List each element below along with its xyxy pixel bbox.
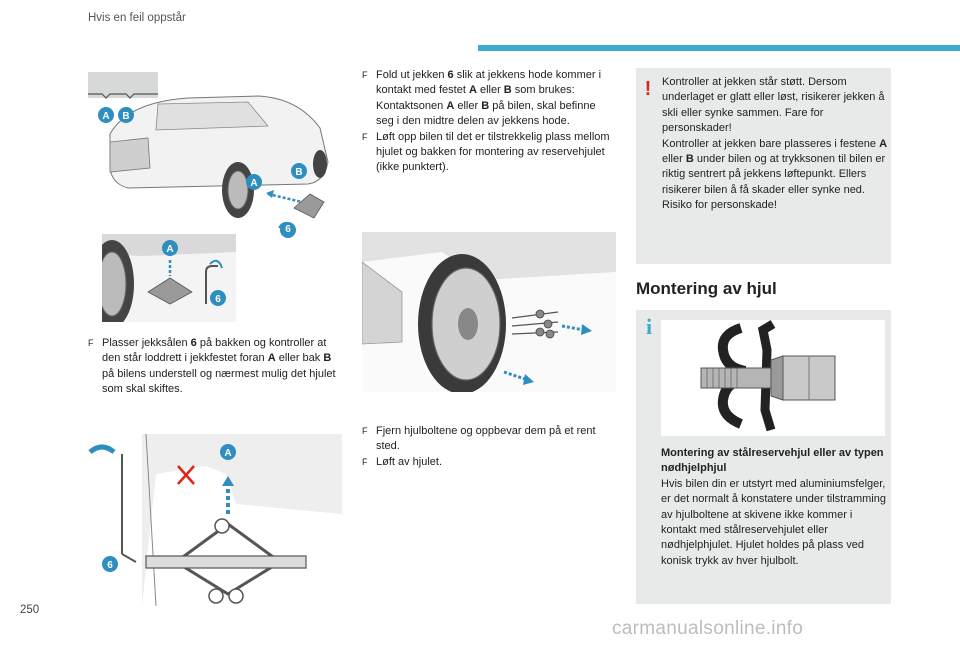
label-a: A — [224, 448, 231, 459]
header-accent-bar — [478, 45, 960, 51]
jack-closeup-illustration: A 6 — [86, 434, 342, 606]
wheel-bolt-illustration — [661, 320, 885, 436]
label-b: B — [295, 167, 302, 178]
label-a: A — [250, 178, 257, 189]
bullet-marker: F — [362, 426, 368, 436]
bullet-marker: F — [88, 338, 94, 348]
info-caption-body: Hvis bilen din er utstyrt med aluminiums… — [661, 477, 886, 567]
page-number: 250 — [20, 604, 40, 616]
warning-box — [636, 68, 891, 264]
label-6: 6 — [280, 222, 296, 238]
bullet-marker: F — [362, 70, 368, 80]
section-heading: Montering av hjul — [636, 279, 777, 298]
section-header: Hvis en feil oppstår — [88, 12, 186, 24]
jack-under-sill-illustration: A 6 — [102, 234, 236, 322]
warning-text: Kontroller at jekken står støtt. Dersom … — [662, 76, 888, 212]
label-b: B — [122, 111, 129, 122]
label-6: 6 — [107, 560, 113, 571]
info-text: Montering av stålreservehjul eller av ty… — [661, 446, 887, 569]
instruction-lift-car: F Løft opp bilen til det er tilstrekkeli… — [362, 130, 610, 174]
warning-icon: ! — [644, 78, 652, 100]
label-a: A — [166, 244, 173, 255]
label-6: 6 — [215, 294, 221, 305]
car-jack-points-illustration: A B A B — [88, 72, 348, 228]
watermark: carmanualsonline.info — [612, 618, 804, 639]
bullet-marker: F — [362, 131, 368, 142]
instruction-unfold-jack: F Fold ut jekken 6 slik at jekkens hode … — [362, 68, 612, 176]
instruction-lift-wheel: F Løft av hjulet. — [362, 455, 612, 470]
info-icon: i — [646, 314, 653, 339]
wheel-bolts-removal-illustration — [362, 232, 616, 392]
bullet-marker: F — [362, 456, 368, 467]
instruction-place-jack: F Plasser jekksålen 6 på bakken og kontr… — [88, 337, 336, 396]
info-caption-title: Montering av stålreservehjul eller av ty… — [661, 447, 884, 475]
instruction-remove-bolts: F Fjern hjulboltene og oppbevar dem på e… — [362, 424, 612, 470]
label-a: A — [102, 111, 109, 122]
